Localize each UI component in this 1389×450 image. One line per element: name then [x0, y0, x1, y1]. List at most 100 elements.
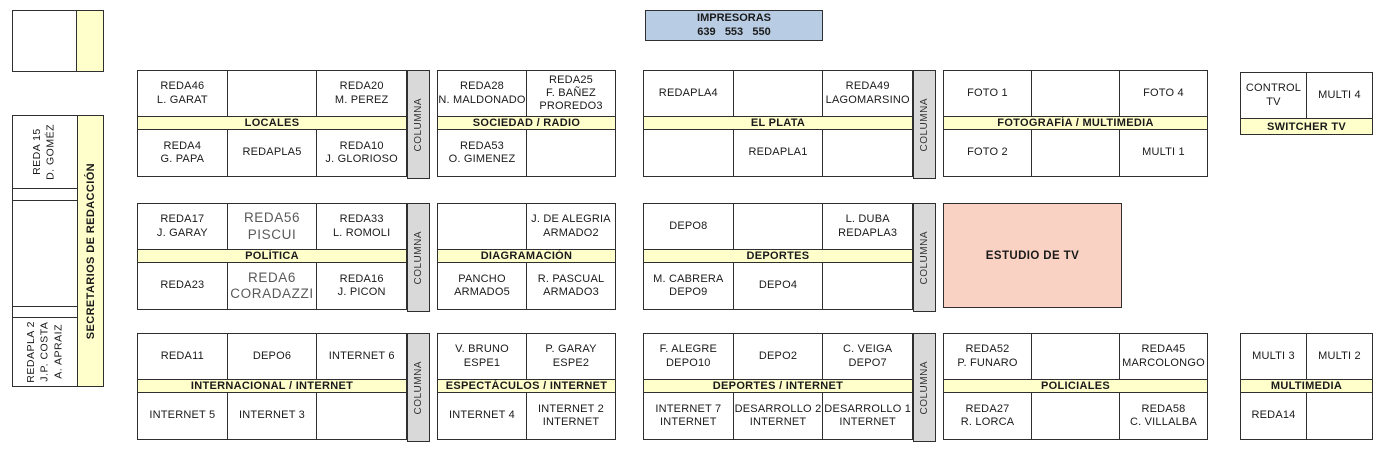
section-label-deportes-internet: DEPORTES / INTERNET [644, 379, 912, 393]
desk-cell: INTERNET 2 INTERNET [526, 393, 615, 439]
block-policiales: REDA52 P. FUNARO REDA45 MARCOLONGO POLIC… [943, 333, 1208, 440]
desk-cell: FOTO 2 [967, 146, 1008, 159]
desk-label: REDAPLA 2 J.P. COSTA A. APRAIZ [24, 321, 64, 383]
desk-cell: CONTROL TV [1245, 82, 1302, 108]
columna-label: COLUMNA [919, 360, 930, 415]
desk-cell: J. DE ALEGRIA ARMADO2 [526, 204, 615, 249]
desk-cell [1031, 393, 1119, 439]
desk-cell: INTERNET 7 INTERNET [655, 402, 722, 428]
desk-cell: REDA27 R. LORCA [960, 402, 1015, 428]
desk-cell: REDAPLA5 [226, 130, 317, 176]
desk-cell: DEPO8 [669, 219, 708, 232]
desk-cell: REDA11 [160, 349, 204, 362]
desk-cell: REDAPLA1 [732, 130, 823, 176]
block-diagramacion: J. DE ALEGRIA ARMADO2 DIAGRAMACIÓN PANCH… [437, 203, 616, 310]
desk-cell: REDAPLA 2 J.P. COSTA A. APRAIZ [13, 318, 77, 386]
section-label-locales: LOCALES [138, 116, 406, 130]
desk-cell: REDA16 J. PICON [316, 263, 406, 309]
desk-cell: REDA10 J. GLORIOSO [316, 130, 406, 176]
secretaries-panel: REDA 15 D. GOMÉZ REDAPLA 2 J.P. COSTA A.… [12, 115, 104, 387]
desk-cell [732, 71, 823, 116]
desk-cell: REDA23 [160, 279, 205, 292]
desk-cell: MULTI 1 [1119, 130, 1207, 176]
printers-box: IMPRESORAS 639 553 550 [645, 10, 823, 41]
block-el-plata: REDAPLA4 REDA49 LAGOMARSINO EL PLATA RED… [643, 70, 913, 177]
desk-cell [1031, 130, 1119, 176]
desk-cell: INTERNET 5 [149, 409, 216, 422]
desk-cell [13, 201, 77, 307]
printers-numbers: 639 553 550 [697, 25, 771, 38]
desk-cell: C. VEIGA DEPO7 [822, 334, 912, 379]
columna-strip: COLUMNA [913, 203, 936, 312]
desk-cell: DESARROLLO 1 INTERNET [822, 393, 912, 439]
section-label-diagramacion: DIAGRAMACIÓN [438, 249, 615, 263]
desk-cell: REDA49 LAGOMARSINO [822, 71, 912, 116]
desk-cell: PANCHO ARMADO5 [454, 272, 510, 298]
desk-cell: REDA45 MARCOLONGO [1119, 334, 1207, 379]
desk-cell: DEPO2 [732, 334, 823, 379]
desk-cell: MULTI 2 [1306, 334, 1372, 379]
desk-cell [1031, 334, 1119, 379]
desk-label: REDA 15 D. GOMÉZ [31, 124, 57, 180]
desk-cell: REDA14 [1251, 409, 1296, 422]
corner-desk-yellow [76, 11, 103, 71]
block-switcher-tv: CONTROL TV MULTI 4 SWITCHER TV [1240, 72, 1373, 135]
section-label-sociedad-radio: SOCIEDAD / RADIO [438, 116, 615, 130]
desk-cell [316, 393, 406, 439]
section-label-el-plata: EL PLATA [644, 116, 912, 130]
columna-strip: COLUMNA [407, 333, 430, 442]
desk-cell: REDA6 CORADAZZI [226, 263, 317, 309]
block-politica: REDA17 J. GARAY REDA56 PISCUI REDA33 L. … [137, 203, 407, 310]
block-multimedia: MULTI 3 MULTI 2 MULTIMEDIA REDA14 [1240, 333, 1373, 440]
corner-desk-white [13, 11, 76, 71]
desk-cell: P. GARAY ESPE2 [526, 334, 615, 379]
desk-cell: REDA4 G. PAPA [160, 139, 205, 165]
desk-cell: V. BRUNO ESPE1 [455, 343, 509, 369]
desk-cell: REDA53 O. GIMENEZ [448, 139, 516, 165]
desk-cell: F. ALEGRE DEPO10 [659, 343, 718, 369]
desk-cell: INTERNET 3 [226, 393, 317, 439]
section-label-policiales: POLICIALES [944, 379, 1207, 393]
desk-cell [644, 130, 733, 176]
desk-cell [1031, 71, 1119, 116]
section-label-fotografia: FOTOGRAFÍA / MULTIMEDIA [944, 116, 1207, 130]
desk-cell: DEPO4 [732, 263, 823, 309]
secretaries-label: SECRETARIOS DE REDACCIÓN [84, 162, 97, 340]
section-label-switcher-tv: SWITCHER TV [1241, 118, 1372, 134]
desk-cell [732, 204, 823, 249]
printers-title: IMPRESORAS [697, 11, 771, 24]
corner-desk-box [12, 10, 104, 72]
desk-cell [13, 189, 77, 201]
desk-cell: REDA46 L. GARAT [156, 80, 208, 106]
section-label-deportes: DEPORTES [644, 249, 912, 263]
desk-cell: INTERNET 6 [316, 334, 406, 379]
desk-cell [526, 130, 615, 176]
secretaries-desks: REDA 15 D. GOMÉZ REDAPLA 2 J.P. COSTA A.… [13, 116, 77, 386]
block-internacional-internet: REDA11 DEPO6 INTERNET 6 INTERNACIONAL / … [137, 333, 407, 440]
block-fotografia-multimedia: FOTO 1 FOTO 4 FOTOGRAFÍA / MULTIMEDIA FO… [943, 70, 1208, 177]
desk-cell: REDA25 F. BAÑEZ PROREDO3 [526, 71, 615, 116]
desk-cell [1306, 393, 1372, 439]
section-label-internacional: INTERNACIONAL / INTERNET [138, 379, 406, 393]
desk-cell: REDA 15 D. GOMÉZ [13, 116, 77, 189]
section-label-politica: POLÍTICA [138, 249, 406, 263]
desk-cell: L. DUBA REDAPLA3 [822, 204, 912, 249]
desk-cell [822, 130, 912, 176]
desk-cell: FOTO 1 [967, 86, 1008, 99]
desk-cell: REDA56 PISCUI [226, 204, 317, 249]
block-deportes: DEPO8 L. DUBA REDAPLA3 DEPORTES M. CABRE… [643, 203, 913, 310]
desk-cell: REDA52 P. FUNARO [957, 343, 1018, 369]
block-sociedad-radio: REDA28 N. MALDONADO REDA25 F. BAÑEZ PROR… [437, 70, 616, 177]
block-deportes-internet: F. ALEGRE DEPO10 DEPO2 C. VEIGA DEPO7 DE… [643, 333, 913, 440]
columna-strip: COLUMNA [913, 333, 936, 442]
desk-cell: MULTI 4 [1306, 73, 1372, 118]
desk-cell: REDAPLA4 [658, 86, 718, 99]
columna-label: COLUMNA [919, 97, 930, 152]
desk-cell [438, 204, 526, 249]
desk-cell: REDA28 N. MALDONADO [438, 80, 526, 106]
desk-cell: DEPO6 [226, 334, 317, 379]
desk-cell: M. CABRERA DEPO9 [653, 272, 724, 298]
desk-cell: REDA58 C. VILLALBA [1119, 393, 1207, 439]
desk-cell: REDA33 L. ROMOLI [316, 204, 406, 249]
tv-studio-area: ESTUDIO DE TV [943, 203, 1122, 308]
